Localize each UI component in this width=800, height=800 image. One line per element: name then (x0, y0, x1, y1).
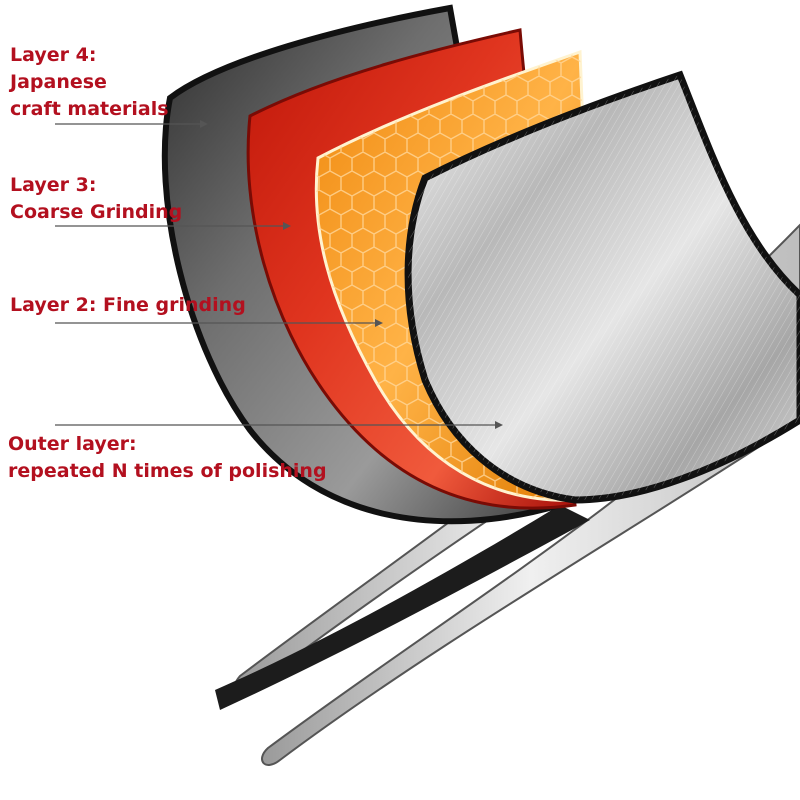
label-layer2: Layer 2: Fine grinding (10, 292, 246, 319)
label-layer4: Layer 4: Japanese craft materials (10, 42, 169, 123)
label-layer4-line1: Layer 4: (10, 44, 97, 66)
label-layer3-line1: Layer 3: (10, 174, 97, 196)
pointer-arrowheads (200, 120, 503, 429)
label-layer4-line3: craft materials (10, 98, 169, 120)
label-layer3: Layer 3: Coarse Grinding (10, 172, 182, 226)
brushed-texture (408, 75, 800, 500)
label-outer-line1: Outer layer: (8, 433, 137, 455)
label-layer2-line1: Layer 2: Fine grinding (10, 294, 246, 316)
label-outer-line2: repeated N times of polishing (8, 460, 327, 482)
pointer-lines (55, 123, 495, 426)
label-layer3-line2: Coarse Grinding (10, 201, 183, 223)
label-layer4-line2: Japanese (10, 71, 107, 93)
label-outer: Outer layer: repeated N times of polishi… (8, 431, 327, 485)
